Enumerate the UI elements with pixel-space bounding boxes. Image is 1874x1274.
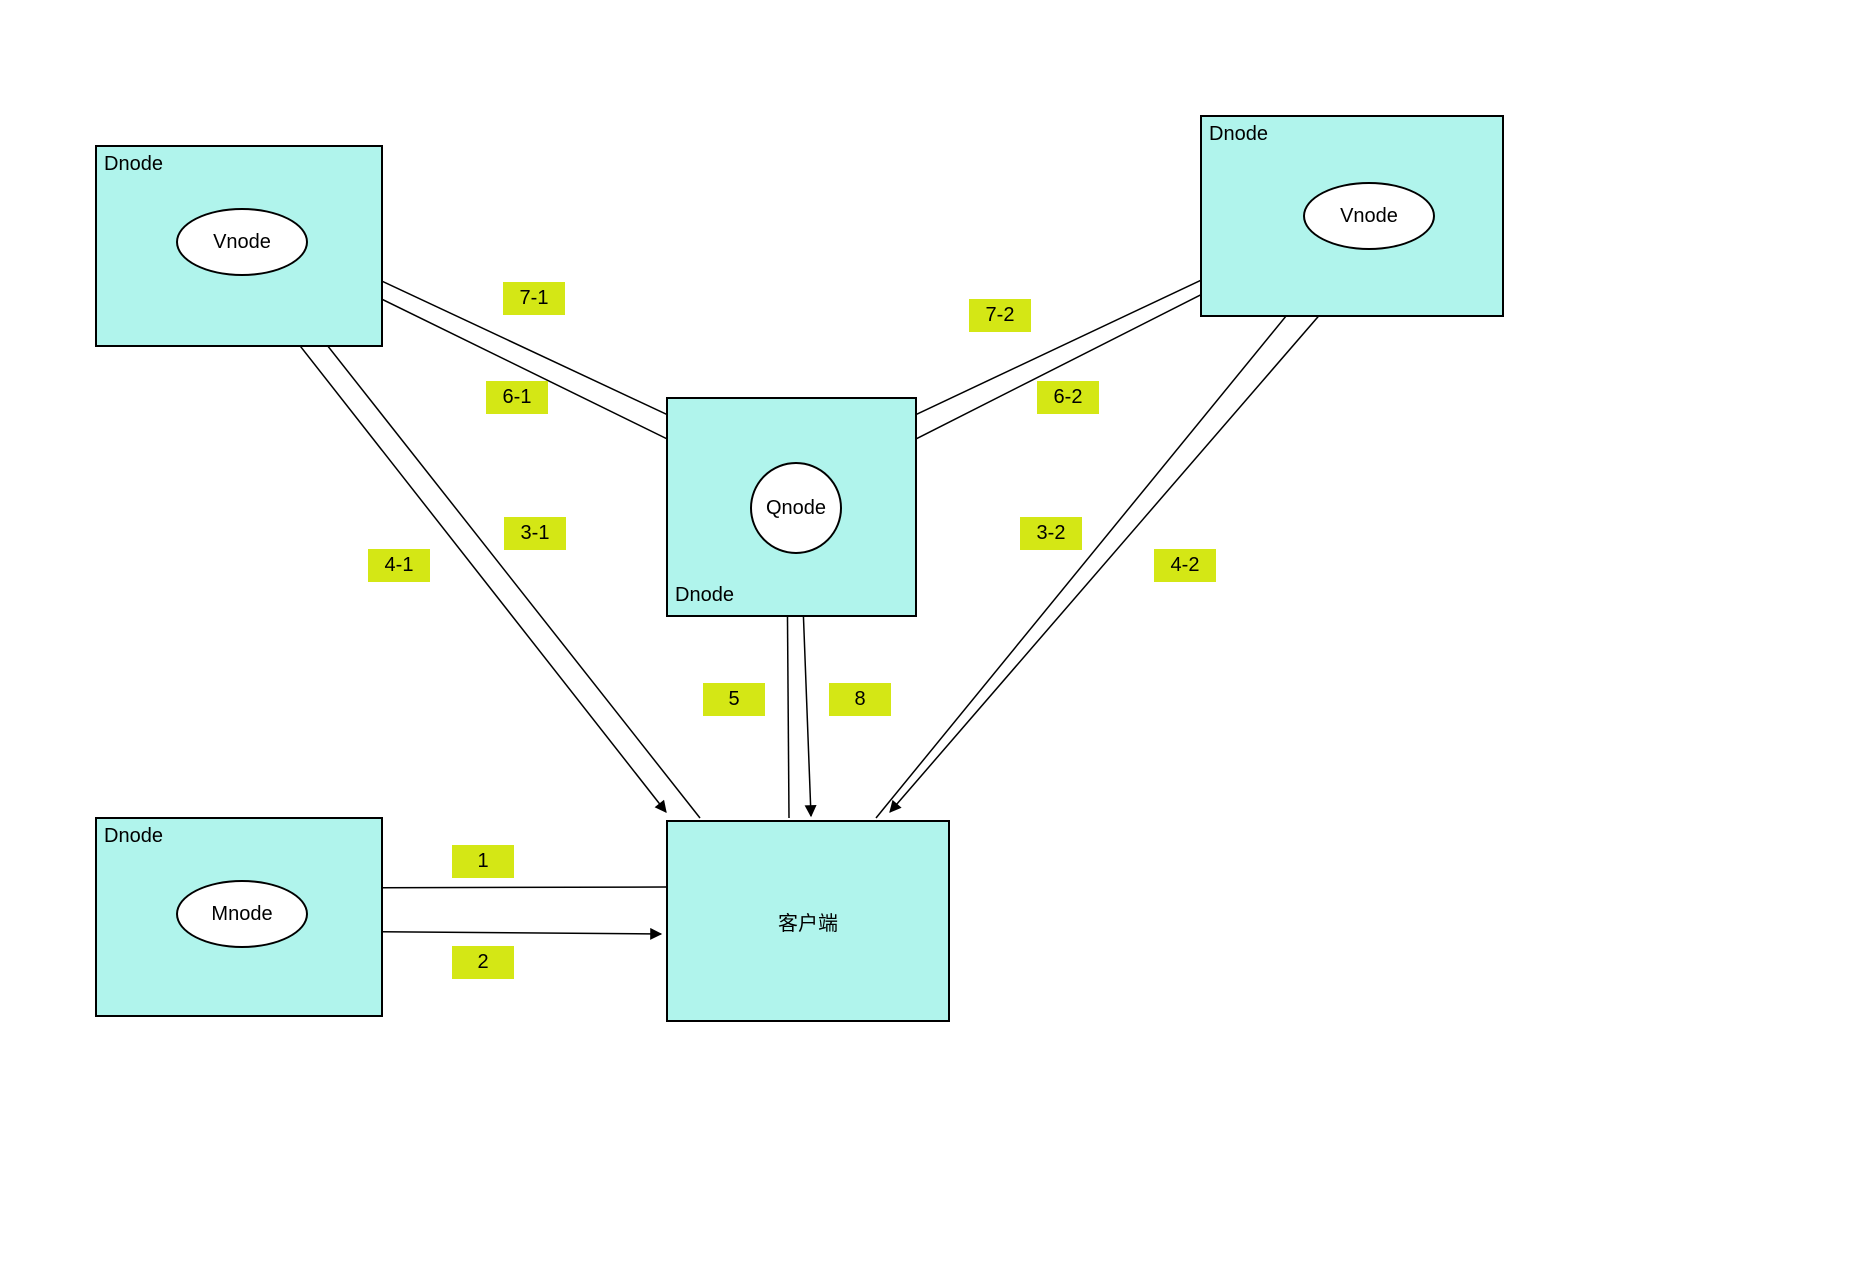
qnode: Qnode xyxy=(750,462,842,554)
mnode-label: Mnode xyxy=(211,902,273,925)
dnode-box-center: Dnode Qnode xyxy=(666,397,917,617)
dnode-top-right-label: Dnode xyxy=(1209,123,1268,145)
dnode-bottom-left-label: Dnode xyxy=(104,825,163,847)
dnode-box-bottom-left: Dnode Mnode xyxy=(95,817,383,1017)
dnode-center-label: Dnode xyxy=(675,584,734,606)
edge-label-4-1: 4-1 xyxy=(368,549,430,582)
client-box: 客户端 xyxy=(666,820,950,1022)
edge-label-4-2: 4-2 xyxy=(1154,549,1216,582)
edge-label-6-2: 6-2 xyxy=(1037,381,1099,414)
vnode-top-right-label: Vnode xyxy=(1340,204,1398,227)
edge-label-1: 1 xyxy=(452,845,514,878)
edge-label-5: 5 xyxy=(703,683,765,716)
edge-label-7-2: 7-2 xyxy=(969,299,1031,332)
vnode-top-left: Vnode xyxy=(176,208,308,276)
edge-3-2-client-to-vnode-right xyxy=(875,249,1341,819)
vnode-top-right: Vnode xyxy=(1303,182,1435,250)
vnode-top-left-label: Vnode xyxy=(213,230,271,253)
dnode-box-top-right: Dnode Vnode xyxy=(1200,115,1504,317)
edge-3-1-client-to-vnode-left xyxy=(270,273,701,819)
dnode-top-left-label: Dnode xyxy=(104,153,163,175)
mnode: Mnode xyxy=(176,880,308,948)
edge-4-1-vnode-left-to-client xyxy=(245,276,667,813)
edge-label-3-2: 3-2 xyxy=(1020,517,1082,550)
edge-label-3-1: 3-1 xyxy=(504,517,566,550)
edge-label-2: 2 xyxy=(452,946,514,979)
edge-4-2-vnode-right-to-client xyxy=(889,251,1375,813)
client-label: 客户端 xyxy=(778,912,838,935)
qnode-label: Qnode xyxy=(765,496,827,519)
edge-label-6-1: 6-1 xyxy=(486,381,548,414)
edge-label-8: 8 xyxy=(829,683,891,716)
edge-label-7-1: 7-1 xyxy=(503,282,565,315)
dnode-box-top-left: Dnode Vnode xyxy=(95,145,383,347)
